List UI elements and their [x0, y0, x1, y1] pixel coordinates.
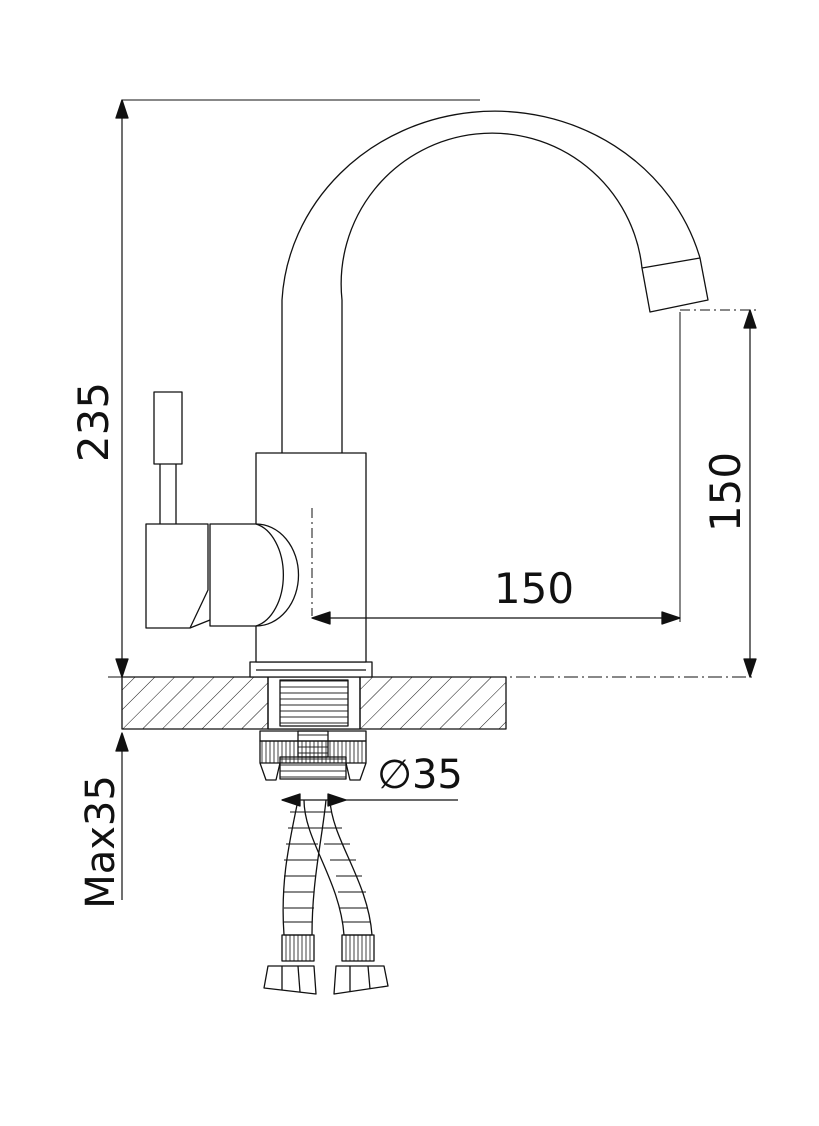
label-spout-height: 150: [701, 452, 750, 532]
dimension-spout-reach: [311, 611, 681, 625]
dimension-spout-height: [679, 309, 760, 678]
fixing-nut: [259, 730, 367, 781]
swivel-spout: [281, 110, 709, 453]
label-hole-diameter: ∅35: [377, 752, 463, 798]
dimension-max-thickness: [115, 732, 129, 900]
flexible-hoses: [263, 799, 389, 995]
dimension-hole-diameter: [281, 793, 458, 807]
label-max-thickness: Max35: [78, 775, 124, 909]
cartridge-housing: [209, 523, 300, 627]
base-ring: [249, 661, 373, 678]
threaded-shank: [267, 676, 361, 730]
label-spout-reach: 150: [494, 564, 574, 613]
lever-handle: [145, 391, 211, 629]
label-total-height: 235: [69, 382, 118, 462]
dimension-total-height: [115, 99, 480, 678]
